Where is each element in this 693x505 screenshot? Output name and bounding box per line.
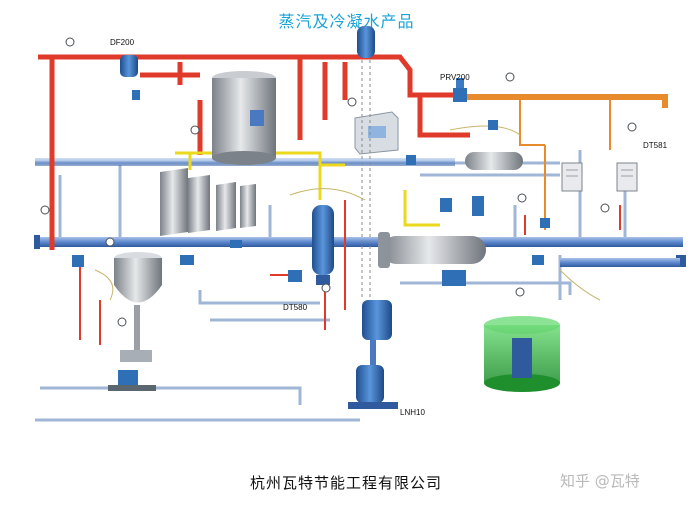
label-lnh10: LNH10 [400,408,425,417]
steam-pipe-network [38,54,470,250]
control-panel-box [354,111,399,155]
main-header-pipe [34,158,686,267]
steam-storage-vessel [212,71,276,165]
lnh10-pump-unit [348,300,398,409]
heat-exchanger-cabinets [160,168,256,236]
diagram-title: 蒸汽及冷凝水产品 [278,12,415,31]
prv200-valve [453,78,467,102]
low-pressure-pipe [455,94,668,108]
inline-valves [72,90,550,286]
expansion-tank [357,26,375,58]
label-prv200: PRV200 [440,73,470,82]
label-dt581: DT581 [643,141,668,150]
dt581-units [561,162,638,192]
jacketed-kettle [108,252,162,391]
small-heat-exchanger [465,152,523,170]
pressure-gauges [40,37,637,327]
condensate-collection-tank [484,316,560,392]
low-pressure-branches [519,100,611,230]
watermark: 知乎 @瓦特 [560,472,640,490]
steam-separator [312,205,334,285]
df200-separator [120,55,138,77]
shell-tube-heat-exchanger [378,232,486,268]
company-name: 杭州瓦特节能工程有限公司 [250,474,443,492]
dashed-section-line [361,60,371,300]
label-dt580: DT580 [283,303,308,312]
label-df200: DF200 [110,38,135,47]
